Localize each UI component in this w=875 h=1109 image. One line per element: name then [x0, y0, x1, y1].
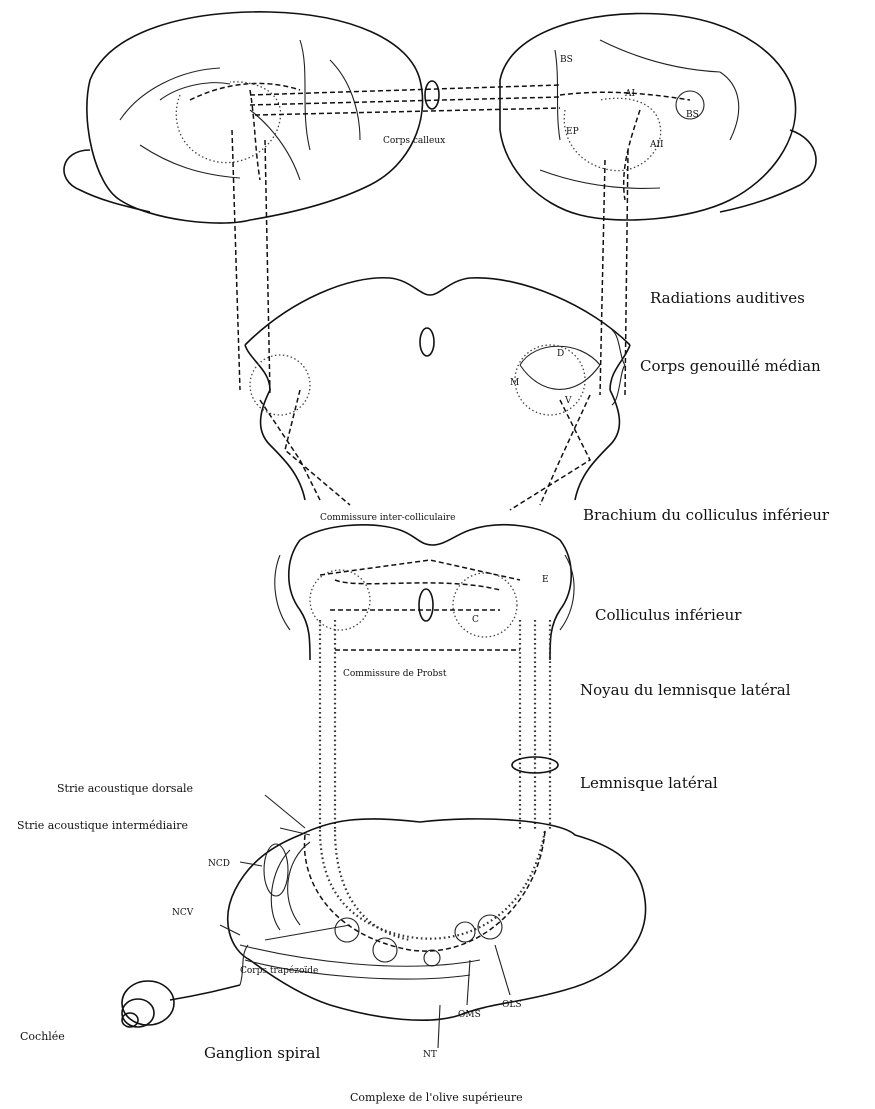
strie-dorsale-label: Strie acoustique dorsale — [57, 782, 193, 795]
complexe-olive-label: Complexe de l'olive supérieure — [350, 1091, 523, 1104]
ic-e-label: E — [542, 575, 549, 585]
lateral-lemniscus — [320, 620, 558, 830]
mgb-d-label: D — [557, 349, 564, 359]
thalamus-section — [245, 278, 630, 510]
mgb-v-label: V — [564, 396, 572, 406]
commissure-probst-label: Commissure de Probst — [343, 669, 447, 679]
cochlea — [122, 945, 248, 1027]
corpus-callosum-connections — [250, 81, 560, 115]
corps-calleux-label: Corps calleux — [383, 136, 445, 146]
brachium-label: Brachium du colliculus inférieur — [583, 506, 830, 524]
oms-label: OMS — [458, 1010, 481, 1020]
mgb-m-label: M — [510, 378, 519, 388]
colliculus-inferieur-label: Colliculus inférieur — [595, 606, 742, 624]
left-hemisphere — [64, 12, 423, 223]
area-aii-label: AII — [649, 140, 664, 150]
commissure-inter-label: Commissure inter-colliculaire — [320, 513, 455, 523]
area-ep-label: EP — [566, 127, 579, 137]
brainstem-section — [228, 819, 646, 1020]
area-bs-right-label: BS — [686, 110, 699, 120]
area-ai-label: AI — [624, 89, 635, 99]
ols-label: OLS — [502, 1000, 522, 1010]
area-bs-top-label: BS — [560, 55, 573, 65]
cochlee-label: Cochlée — [20, 1030, 65, 1043]
ganglion-spiral-label: Ganglion spiral — [204, 1044, 320, 1062]
ic-c-label: C — [472, 615, 479, 625]
right-hemisphere — [500, 14, 816, 220]
mgb-bracket — [612, 330, 625, 405]
ncd-label: NCD — [208, 859, 230, 869]
corps-trapezoide-label: Corps trapézoïde — [240, 965, 318, 976]
radiations-auditives-label: Radiations auditives — [650, 289, 805, 307]
corps-genouille-median-label: Corps genouillé médian — [640, 357, 821, 375]
lemnisque-lateral-label: Lemnisque latéral — [580, 774, 718, 792]
strie-intermediaire-label: Strie acoustique intermédiaire — [17, 819, 188, 832]
noyau-lemnisque-label: Noyau du lemnisque latéral — [580, 681, 791, 699]
ncv-label: NCV — [172, 908, 194, 918]
nt-label: NT — [423, 1050, 437, 1060]
